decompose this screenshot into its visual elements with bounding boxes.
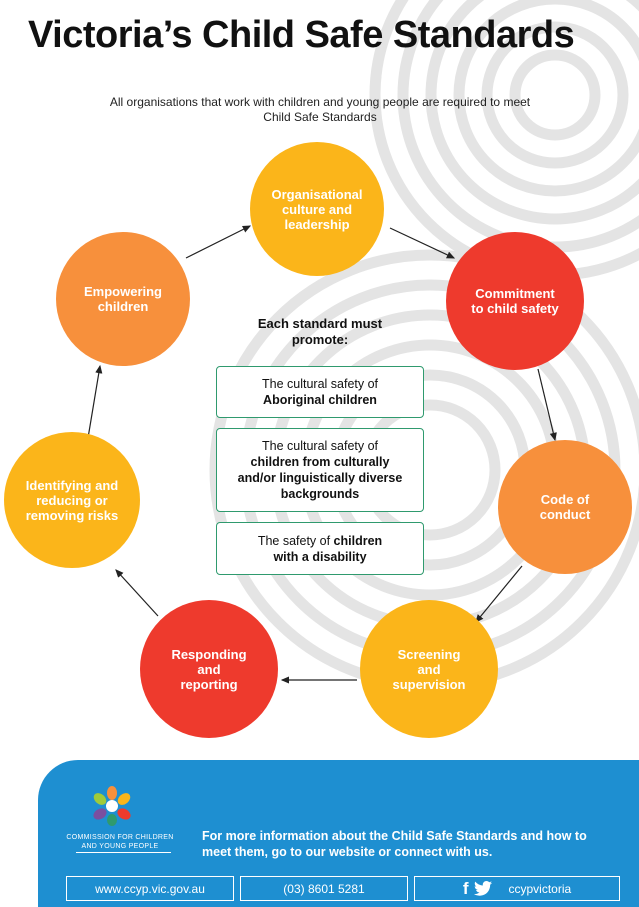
node-label: reporting: [180, 676, 238, 692]
promote-box-cald: The cultural safety of children from cul…: [216, 428, 424, 512]
standard-conduct-node: Code of conduct: [498, 440, 632, 574]
node-label: to child safety: [471, 301, 559, 316]
node-label: removing risks: [25, 507, 119, 523]
page-subtitle: All organisations that work with childre…: [109, 95, 531, 124]
divider: [76, 852, 171, 853]
promote-box-disability: The safety of children with a disability: [216, 522, 424, 575]
box-text: The safety of: [257, 533, 334, 548]
box-text-bold: with a disability: [273, 549, 367, 564]
facebook-icon[interactable]: f: [462, 878, 469, 898]
promote-heading-line: promote:: [291, 332, 349, 347]
node-label: Commitment: [475, 286, 555, 301]
social-handle: ccypvictoria: [508, 881, 572, 896]
footer-panel: [38, 760, 639, 907]
node-label: leadership: [284, 216, 350, 232]
standard-culture-node: Organisational culture and leadership: [250, 142, 384, 276]
node-label: and: [417, 661, 441, 677]
box-text: The cultural safety of: [261, 377, 379, 391]
arrow-commitment-to-conduct: [537, 368, 557, 442]
box-text-bold: children from culturally: [250, 455, 390, 469]
node-label: Responding: [171, 646, 247, 662]
box-text: The cultural safety of: [261, 439, 379, 453]
arrow-conduct-to-screening: [475, 565, 523, 623]
arrow-responding-to-risks: [115, 569, 159, 617]
node-label: culture and: [281, 201, 353, 217]
box-text-bold: children: [333, 533, 383, 548]
node-label: Identifying and: [25, 477, 119, 493]
box-text-bold: backgrounds: [280, 487, 360, 501]
twitter-icon[interactable]: [474, 881, 493, 896]
standard-risks-node: Identifying and reducing or removing ris…: [4, 432, 140, 568]
social-group: f ccypvictoria: [463, 879, 571, 899]
org-name-line: COMMISSION FOR CHILDREN: [66, 834, 174, 841]
node-label: conduct: [539, 507, 591, 522]
promote-heading-line: Each standard must: [257, 316, 383, 331]
node-label: Organisational: [271, 186, 363, 202]
box-text-bold: and/or linguistically diverse: [237, 471, 403, 485]
node-label: reducing or: [36, 492, 108, 508]
promote-box-aboriginal: The cultural safety of Aboriginal childr…: [216, 366, 424, 418]
arrow-culture-to-commitment: [389, 227, 456, 259]
footer-message: For more information about the Child Saf…: [202, 829, 587, 859]
standard-commitment-node: Commitment to child safety: [446, 232, 584, 370]
node-label: children: [97, 299, 149, 314]
page-title: Victoria’s Child Safe Standards: [28, 14, 575, 56]
arrow-empowering-to-culture: [185, 225, 252, 259]
standard-empowering-node: Empowering children: [56, 232, 190, 366]
website-link-label: www.ccyp.vic.gov.au: [95, 881, 205, 896]
org-name: COMMISSION FOR CHILDREN AND YOUNG PEOPLE: [60, 833, 180, 851]
standard-responding-node: Responding and reporting: [140, 600, 278, 738]
social-links[interactable]: f ccypvictoria: [414, 876, 620, 901]
arrow-risks-to-empowering: [87, 364, 103, 439]
node-label: and: [197, 661, 221, 677]
node-label: Screening: [397, 646, 461, 662]
ccyp-logo-icon: [93, 786, 131, 826]
org-name-line: AND YOUNG PEOPLE: [81, 843, 159, 850]
node-label: supervision: [392, 676, 466, 692]
phone-link[interactable]: (03) 8601 5281: [240, 876, 408, 901]
node-label: Code of: [540, 492, 590, 507]
promote-heading: Each standard must promote:: [230, 316, 410, 348]
node-label: Empowering: [83, 284, 162, 299]
website-link[interactable]: www.ccyp.vic.gov.au: [66, 876, 234, 901]
phone-label: (03) 8601 5281: [283, 881, 365, 896]
box-text-bold: Aboriginal children: [263, 393, 377, 407]
standard-screening-node: Screening and supervision: [360, 600, 498, 738]
box-text-line: The safety of children: [217, 533, 423, 549]
